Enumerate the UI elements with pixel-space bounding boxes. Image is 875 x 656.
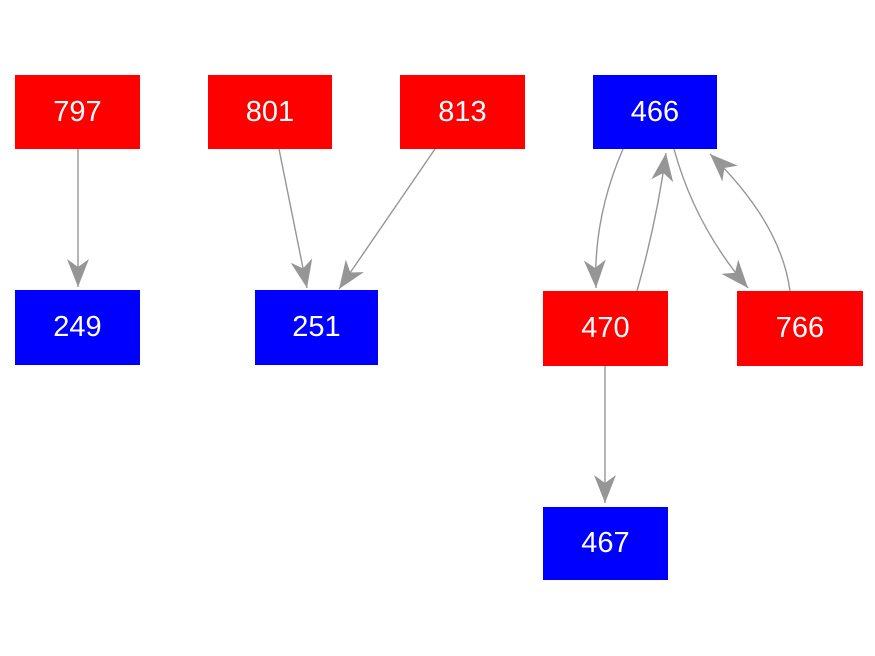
edge-801-to-251 xyxy=(278,148,313,289)
graph-node-797[interactable]: 797 xyxy=(15,75,140,149)
edge-466-to-470 xyxy=(583,148,624,289)
graph-node-466[interactable]: 466 xyxy=(593,75,717,149)
graph-node-467[interactable]: 467 xyxy=(543,507,668,580)
graph-node-766[interactable]: 766 xyxy=(737,291,863,366)
edge-470-to-466 xyxy=(636,152,674,292)
graph-node-249[interactable]: 249 xyxy=(15,290,140,365)
edge-466-to-766 xyxy=(673,148,749,289)
graph-node-801[interactable]: 801 xyxy=(208,75,332,149)
graph-node-470[interactable]: 470 xyxy=(543,291,668,366)
graph-node-251[interactable]: 251 xyxy=(255,290,378,365)
graph-node-813[interactable]: 813 xyxy=(400,75,525,149)
edge-813-to-251 xyxy=(338,148,436,290)
edge-766-to-466 xyxy=(709,153,791,292)
